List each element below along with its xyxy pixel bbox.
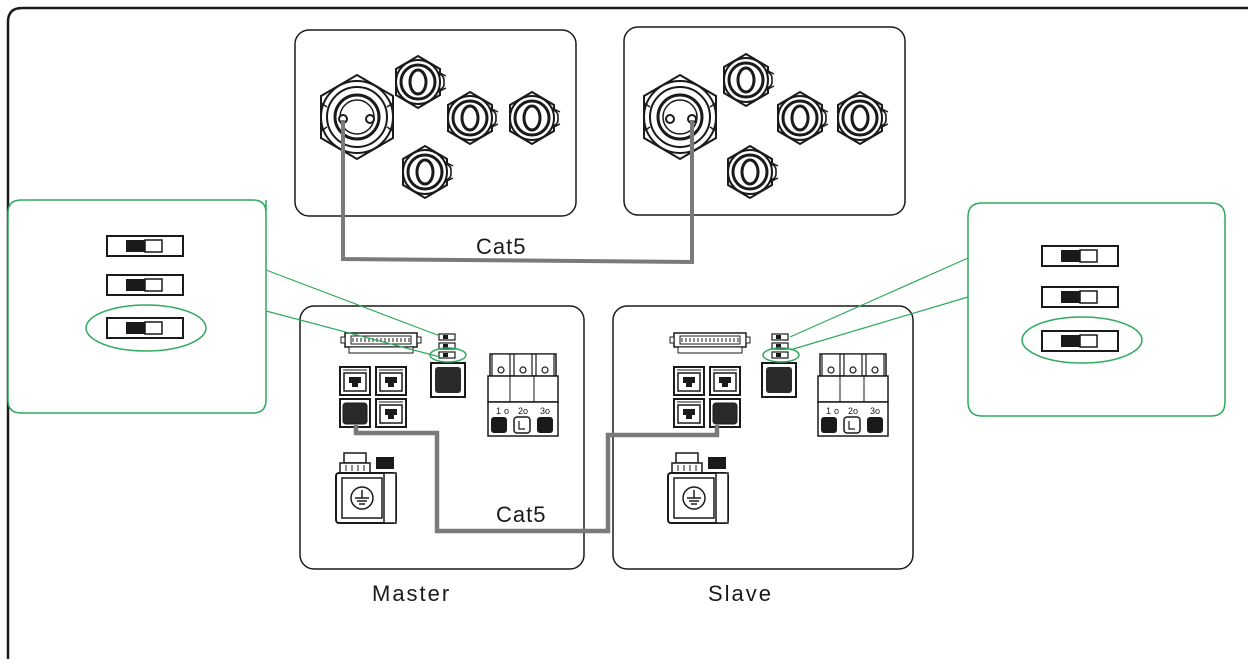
gland-panel-master <box>294 29 577 217</box>
cat5-cable-bottom <box>353 425 720 534</box>
cat5-label-bottom: Cat5 <box>496 502 547 527</box>
dip-callout-left <box>7 199 467 414</box>
dip-highlight-small <box>429 347 467 363</box>
master-label: Master <box>372 581 452 606</box>
dip-highlight-small <box>762 347 800 363</box>
slave-panel <box>612 305 914 570</box>
gland-panel-slave <box>623 26 906 216</box>
outer-frame <box>6 6 1248 659</box>
slave-label: Slave <box>708 581 774 606</box>
cat5-cable-top <box>341 120 694 265</box>
dip-switch-3 <box>1041 330 1119 352</box>
dip-highlight <box>1021 316 1143 364</box>
dip-switch-3 <box>106 317 184 339</box>
dip-callout-right <box>762 202 1226 417</box>
cat5-label-top: Cat5 <box>476 234 527 259</box>
dip-switch-2 <box>106 274 184 296</box>
dip-highlight <box>85 304 207 352</box>
dip-switch-1 <box>1041 245 1119 267</box>
dip-switch-1 <box>106 235 184 257</box>
dip-switch-2 <box>1041 286 1119 308</box>
